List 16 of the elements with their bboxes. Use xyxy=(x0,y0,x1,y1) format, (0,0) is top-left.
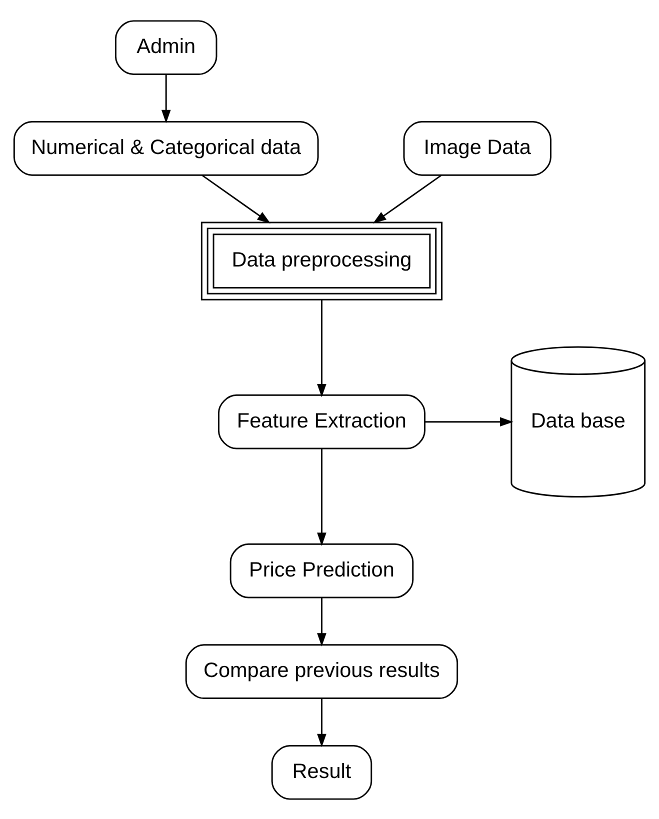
arrow xyxy=(161,74,171,123)
arrow xyxy=(317,299,326,397)
node-box: Admin xyxy=(114,20,218,75)
node-box: Data preprocessing xyxy=(200,221,443,300)
arrow xyxy=(317,698,326,747)
node-box: Result xyxy=(271,744,372,800)
arrow xyxy=(317,448,326,546)
node-box: Feature Extraction xyxy=(218,394,426,449)
arrow xyxy=(424,416,514,426)
node-box: Image Data xyxy=(403,120,552,176)
arrow xyxy=(372,174,442,223)
node-box: Numerical & Categorical data xyxy=(13,120,319,176)
arrow xyxy=(317,598,326,646)
arrow xyxy=(202,174,271,223)
node-box: Price Prediction xyxy=(230,542,414,598)
node-box: Compare previous results xyxy=(185,644,458,699)
